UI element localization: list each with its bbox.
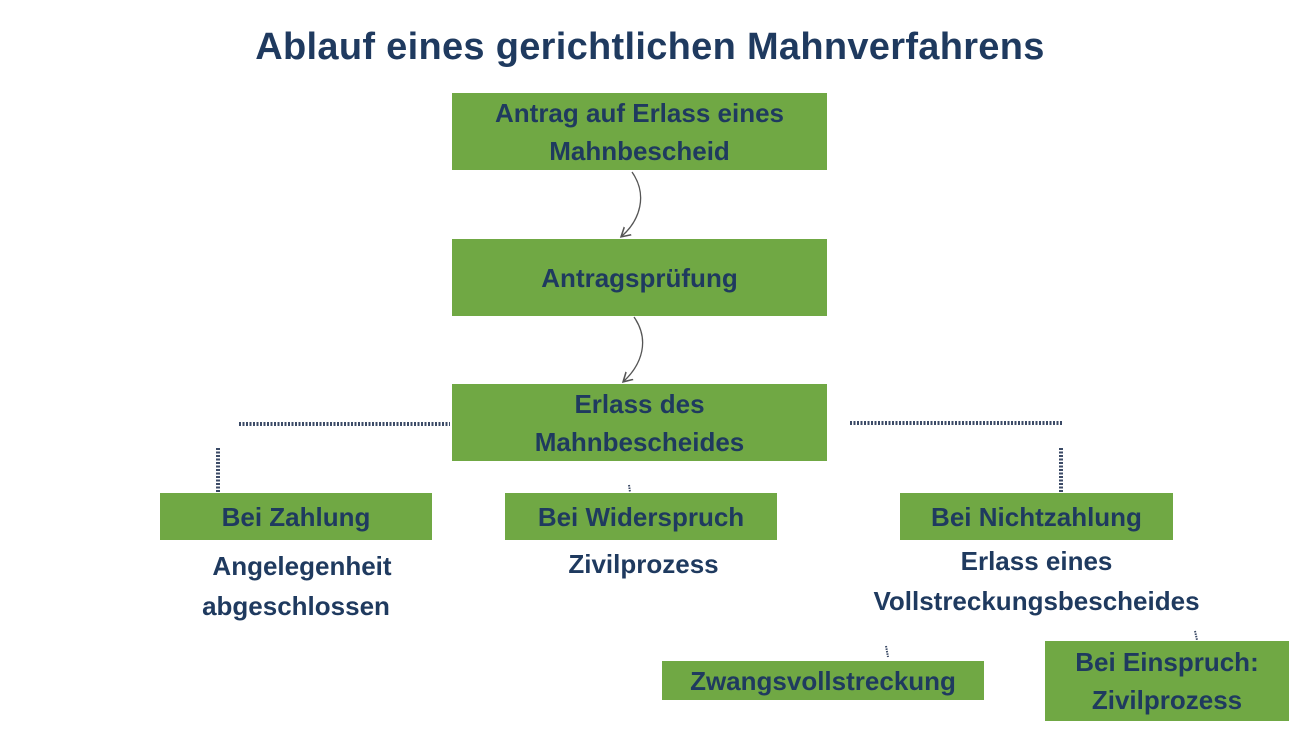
diagram-title: Ablauf eines gerichtlichen Mahnverfahren… bbox=[255, 26, 1045, 68]
outcome-nichtzahlung-line2: Vollstreckungsbescheides bbox=[873, 586, 1200, 616]
outcome-widerspruch: Zivilprozess bbox=[505, 544, 782, 584]
node-erlass-line1: Erlass des bbox=[574, 388, 705, 419]
node-antrag-line2: Mahnbescheid bbox=[549, 135, 730, 166]
outcome-widerspruch-line1: Zivilprozess bbox=[568, 549, 719, 579]
node-zwangsvollstreckung: Zwangsvollstreckung bbox=[662, 661, 984, 700]
node-einspruch-line1: Bei Einspruch: bbox=[1075, 647, 1259, 677]
tick-zwangsvollstreckung bbox=[885, 645, 889, 658]
node-erlass-line2: Mahnbescheides bbox=[534, 426, 745, 457]
node-antrag: Antrag auf Erlass eines Mahnbescheid bbox=[452, 93, 827, 170]
node-erlass: Erlass des Mahnbescheides bbox=[452, 384, 827, 461]
node-nichtzahlung-label: Bei Nichtzahlung bbox=[931, 501, 1142, 532]
tick-einspruch bbox=[1194, 630, 1198, 641]
outcome-zahlung-line2: abgeschlossen bbox=[202, 591, 390, 621]
node-pruefung: Antragsprüfung bbox=[452, 239, 827, 316]
node-antrag-line1: Antrag auf Erlass eines bbox=[495, 97, 784, 128]
node-einspruch: Bei Einspruch: Zivilprozess bbox=[1045, 641, 1289, 721]
arrow-antrag-to-pruefung bbox=[622, 171, 642, 236]
node-zwangsvollstreckung-label: Zwangsvollstreckung bbox=[690, 665, 956, 696]
outcome-nichtzahlung: Erlass eines Vollstreckungsbescheides bbox=[840, 541, 1233, 621]
node-pruefung-label: Antragsprüfung bbox=[541, 262, 738, 293]
arrow-pruefung-to-erlass bbox=[624, 316, 644, 381]
node-zahlung-label: Bei Zahlung bbox=[221, 501, 371, 532]
outcome-zahlung-line1: Angelegenheit bbox=[212, 551, 392, 581]
node-zahlung: Bei Zahlung bbox=[160, 493, 432, 540]
outcome-zahlung: Angelegenheit abgeschlossen bbox=[160, 546, 432, 626]
node-widerspruch: Bei Widerspruch bbox=[505, 493, 777, 540]
node-einspruch-line2: Zivilprozess bbox=[1091, 685, 1243, 715]
node-widerspruch-label: Bei Widerspruch bbox=[537, 501, 745, 532]
tick-widerspruch bbox=[628, 484, 631, 493]
outcome-nichtzahlung-line1: Erlass eines bbox=[960, 546, 1113, 576]
node-nichtzahlung: Bei Nichtzahlung bbox=[900, 493, 1173, 540]
